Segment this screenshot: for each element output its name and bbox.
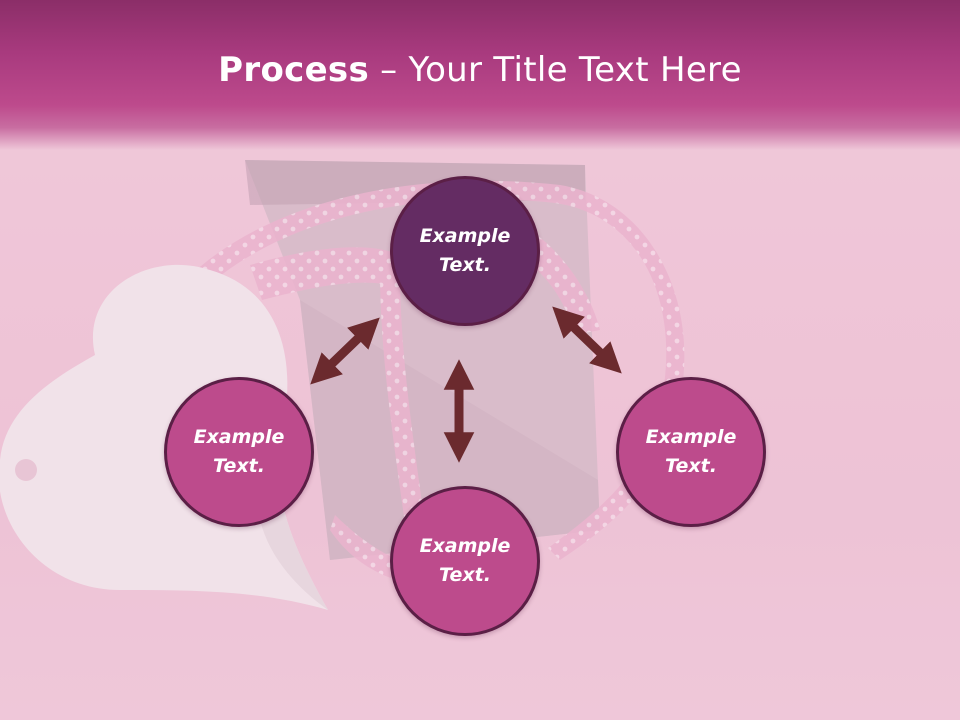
node-right-label: Example Text. bbox=[645, 426, 737, 477]
process-node-bottom[interactable]: Example Text. bbox=[390, 486, 540, 636]
header-band bbox=[0, 0, 960, 150]
title-bold: Process bbox=[218, 50, 370, 90]
title-rest: – Your Title Text Here bbox=[369, 50, 742, 90]
slide-title: Process – Your Title Text Here bbox=[0, 50, 960, 90]
node-bottom-label: Example Text. bbox=[419, 535, 511, 586]
process-node-left[interactable]: Example Text. bbox=[164, 377, 314, 527]
process-node-top[interactable]: Example Text. bbox=[390, 176, 540, 326]
node-left-label: Example Text. bbox=[193, 426, 285, 477]
process-node-right[interactable]: Example Text. bbox=[616, 377, 766, 527]
node-top-label: Example Text. bbox=[419, 225, 511, 276]
